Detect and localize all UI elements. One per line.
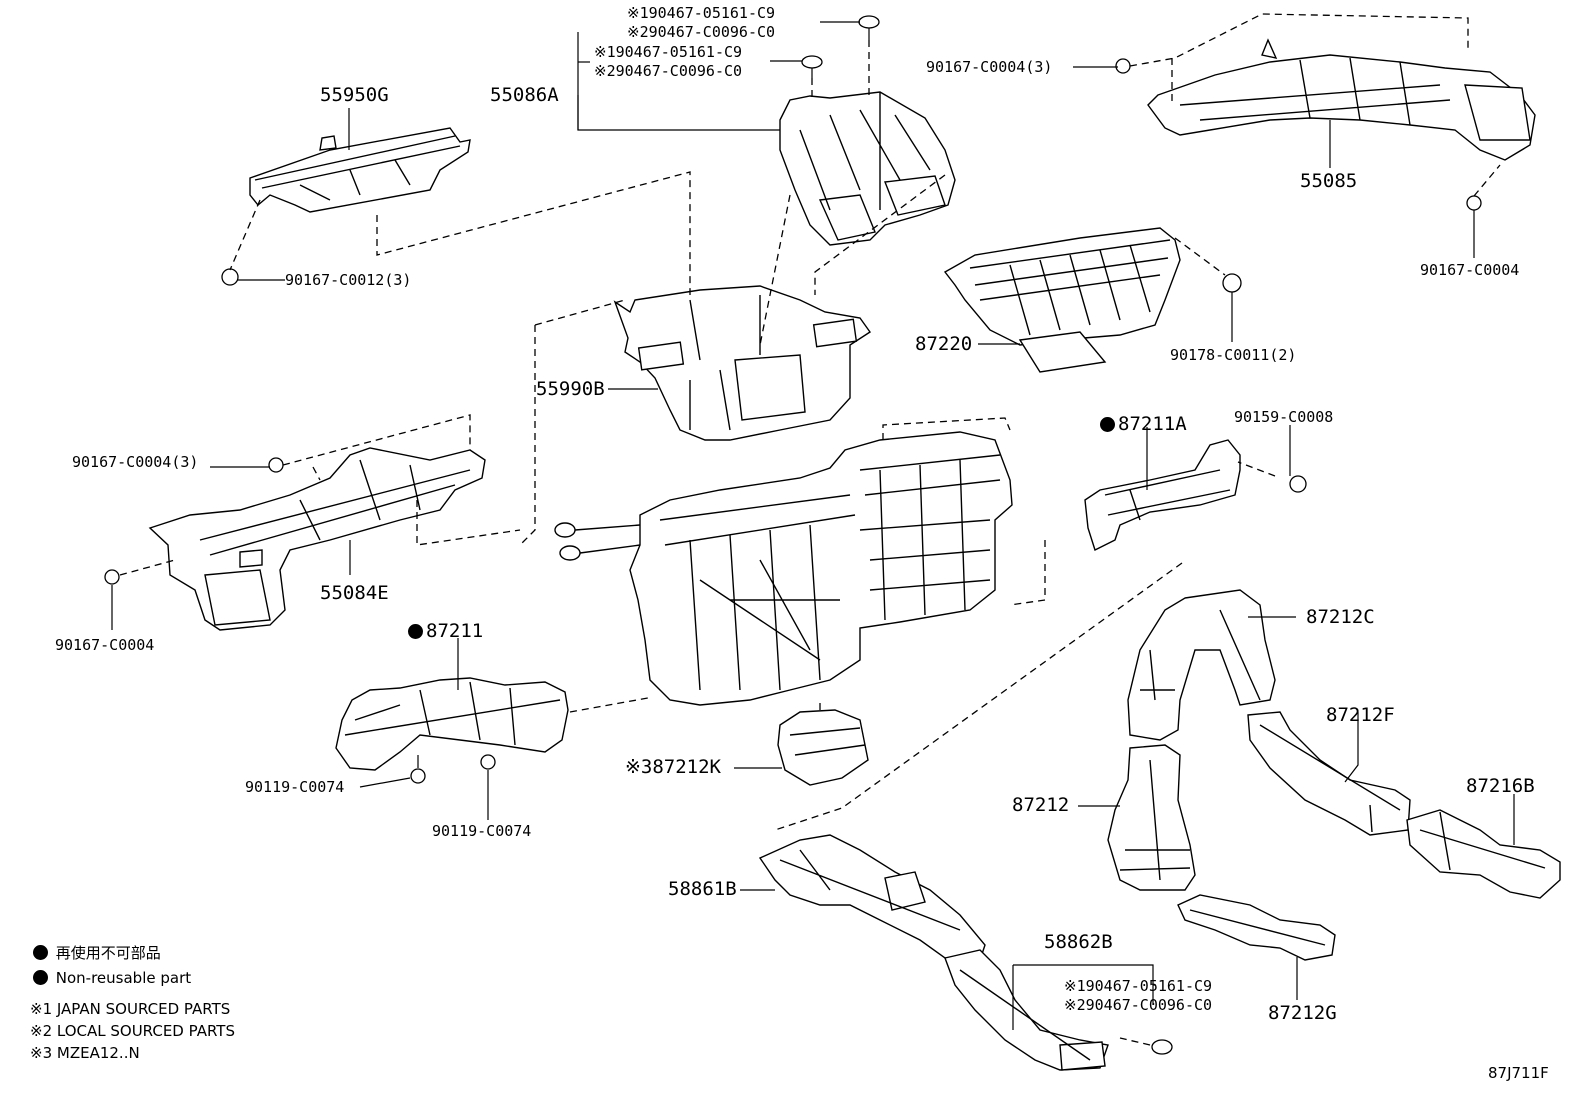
- label-bolt-90167-c0004-3-left: 90167-C0004(3): [72, 453, 199, 471]
- label-58861B: 58861B: [668, 878, 737, 900]
- label-bolt-90167-c0004-3-top: 90167-C0004(3): [926, 58, 1053, 76]
- label-note-a1: ※190467-05161-C9: [627, 4, 776, 22]
- part-heater-unit-shape: [554, 431, 1013, 706]
- part-87211-shape: [335, 677, 569, 771]
- part-58861B-shape: [758, 834, 986, 961]
- label-bolt-90119-a: 90119-C0074: [245, 778, 345, 796]
- part-87220-shape: [943, 227, 1181, 373]
- label-bolt-90167-c0012: 90167-C0012(3): [285, 271, 412, 289]
- part-87212C-shape: [1127, 589, 1276, 741]
- label-note-c1: ※190467-05161-C9: [1064, 977, 1213, 995]
- part-87211A-shape: [1084, 439, 1241, 551]
- non-reusable-dot: [408, 624, 423, 639]
- label-87212K: ※387212K: [625, 756, 721, 778]
- label-87211: 87211: [408, 622, 483, 641]
- part-87212G-shape: [1177, 894, 1336, 961]
- label-55086A: 55086A: [490, 84, 559, 106]
- label-bolt-90159: 90159-C0008: [1234, 408, 1334, 426]
- label-87220: 87220: [915, 333, 973, 355]
- fasteners: [104, 15, 1482, 1055]
- part-58862B-shape: [944, 949, 1109, 1071]
- part-55086A-shape: [779, 91, 956, 246]
- legend-jp: 再使用不可部品: [33, 945, 161, 961]
- part-55990B-shape: [613, 285, 871, 441]
- label-note-a2: ※290467-C0096-C0: [627, 23, 776, 41]
- label-87216B: 87216B: [1466, 775, 1535, 797]
- label-87211A: 87211A: [1100, 415, 1187, 434]
- diagram-code: 87J711F: [1488, 1064, 1549, 1082]
- label-note-b2: ※290467-C0096-C0: [594, 62, 743, 80]
- label-note-c2: ※290467-C0096-C0: [1064, 996, 1213, 1014]
- legend-dot: [33, 970, 48, 985]
- leader-lines: [111, 21, 1515, 1030]
- label-bolt-90119-b: 90119-C0074: [432, 822, 532, 840]
- label-bolt-90178: 90178-C0011(2): [1170, 346, 1297, 364]
- label-58862B: 58862B: [1044, 931, 1113, 953]
- legend-dot: [33, 945, 48, 960]
- part-55084E-shape: [148, 447, 486, 631]
- assembly-lines: [119, 13, 1501, 1046]
- legend-en: Non-reusable part: [33, 970, 191, 986]
- label-55990B: 55990B: [536, 378, 605, 400]
- part-87212F-shape: [1247, 711, 1411, 836]
- part-55085-shape: [1147, 38, 1536, 161]
- legend-note-2: ※2 LOCAL SOURCED PARTS: [30, 1022, 235, 1040]
- label-87212F: 87212F: [1326, 704, 1395, 726]
- label-55950G: 55950G: [320, 84, 389, 106]
- label-87212C: 87212C: [1306, 606, 1375, 628]
- label-note-b1: ※190467-05161-C9: [594, 43, 743, 61]
- part-87216B-shape: [1406, 809, 1561, 899]
- label-55084E: 55084E: [320, 582, 389, 604]
- label-55085: 55085: [1300, 170, 1358, 192]
- part-87212K-shape: [777, 709, 869, 786]
- part-87212-shape: [1107, 744, 1196, 891]
- legend-note-3: ※3 MZEA12..N: [30, 1044, 140, 1062]
- legend-note-1: ※1 JAPAN SOURCED PARTS: [30, 1000, 231, 1018]
- label-87212G: 87212G: [1268, 1002, 1337, 1024]
- label-87212: 87212: [1012, 794, 1070, 816]
- label-bolt-90167-c0004-left: 90167-C0004: [55, 636, 155, 654]
- non-reusable-dot: [1100, 417, 1115, 432]
- label-bolt-90167-c0004-right: 90167-C0004: [1420, 261, 1520, 279]
- part-55950G-shape: [249, 127, 471, 213]
